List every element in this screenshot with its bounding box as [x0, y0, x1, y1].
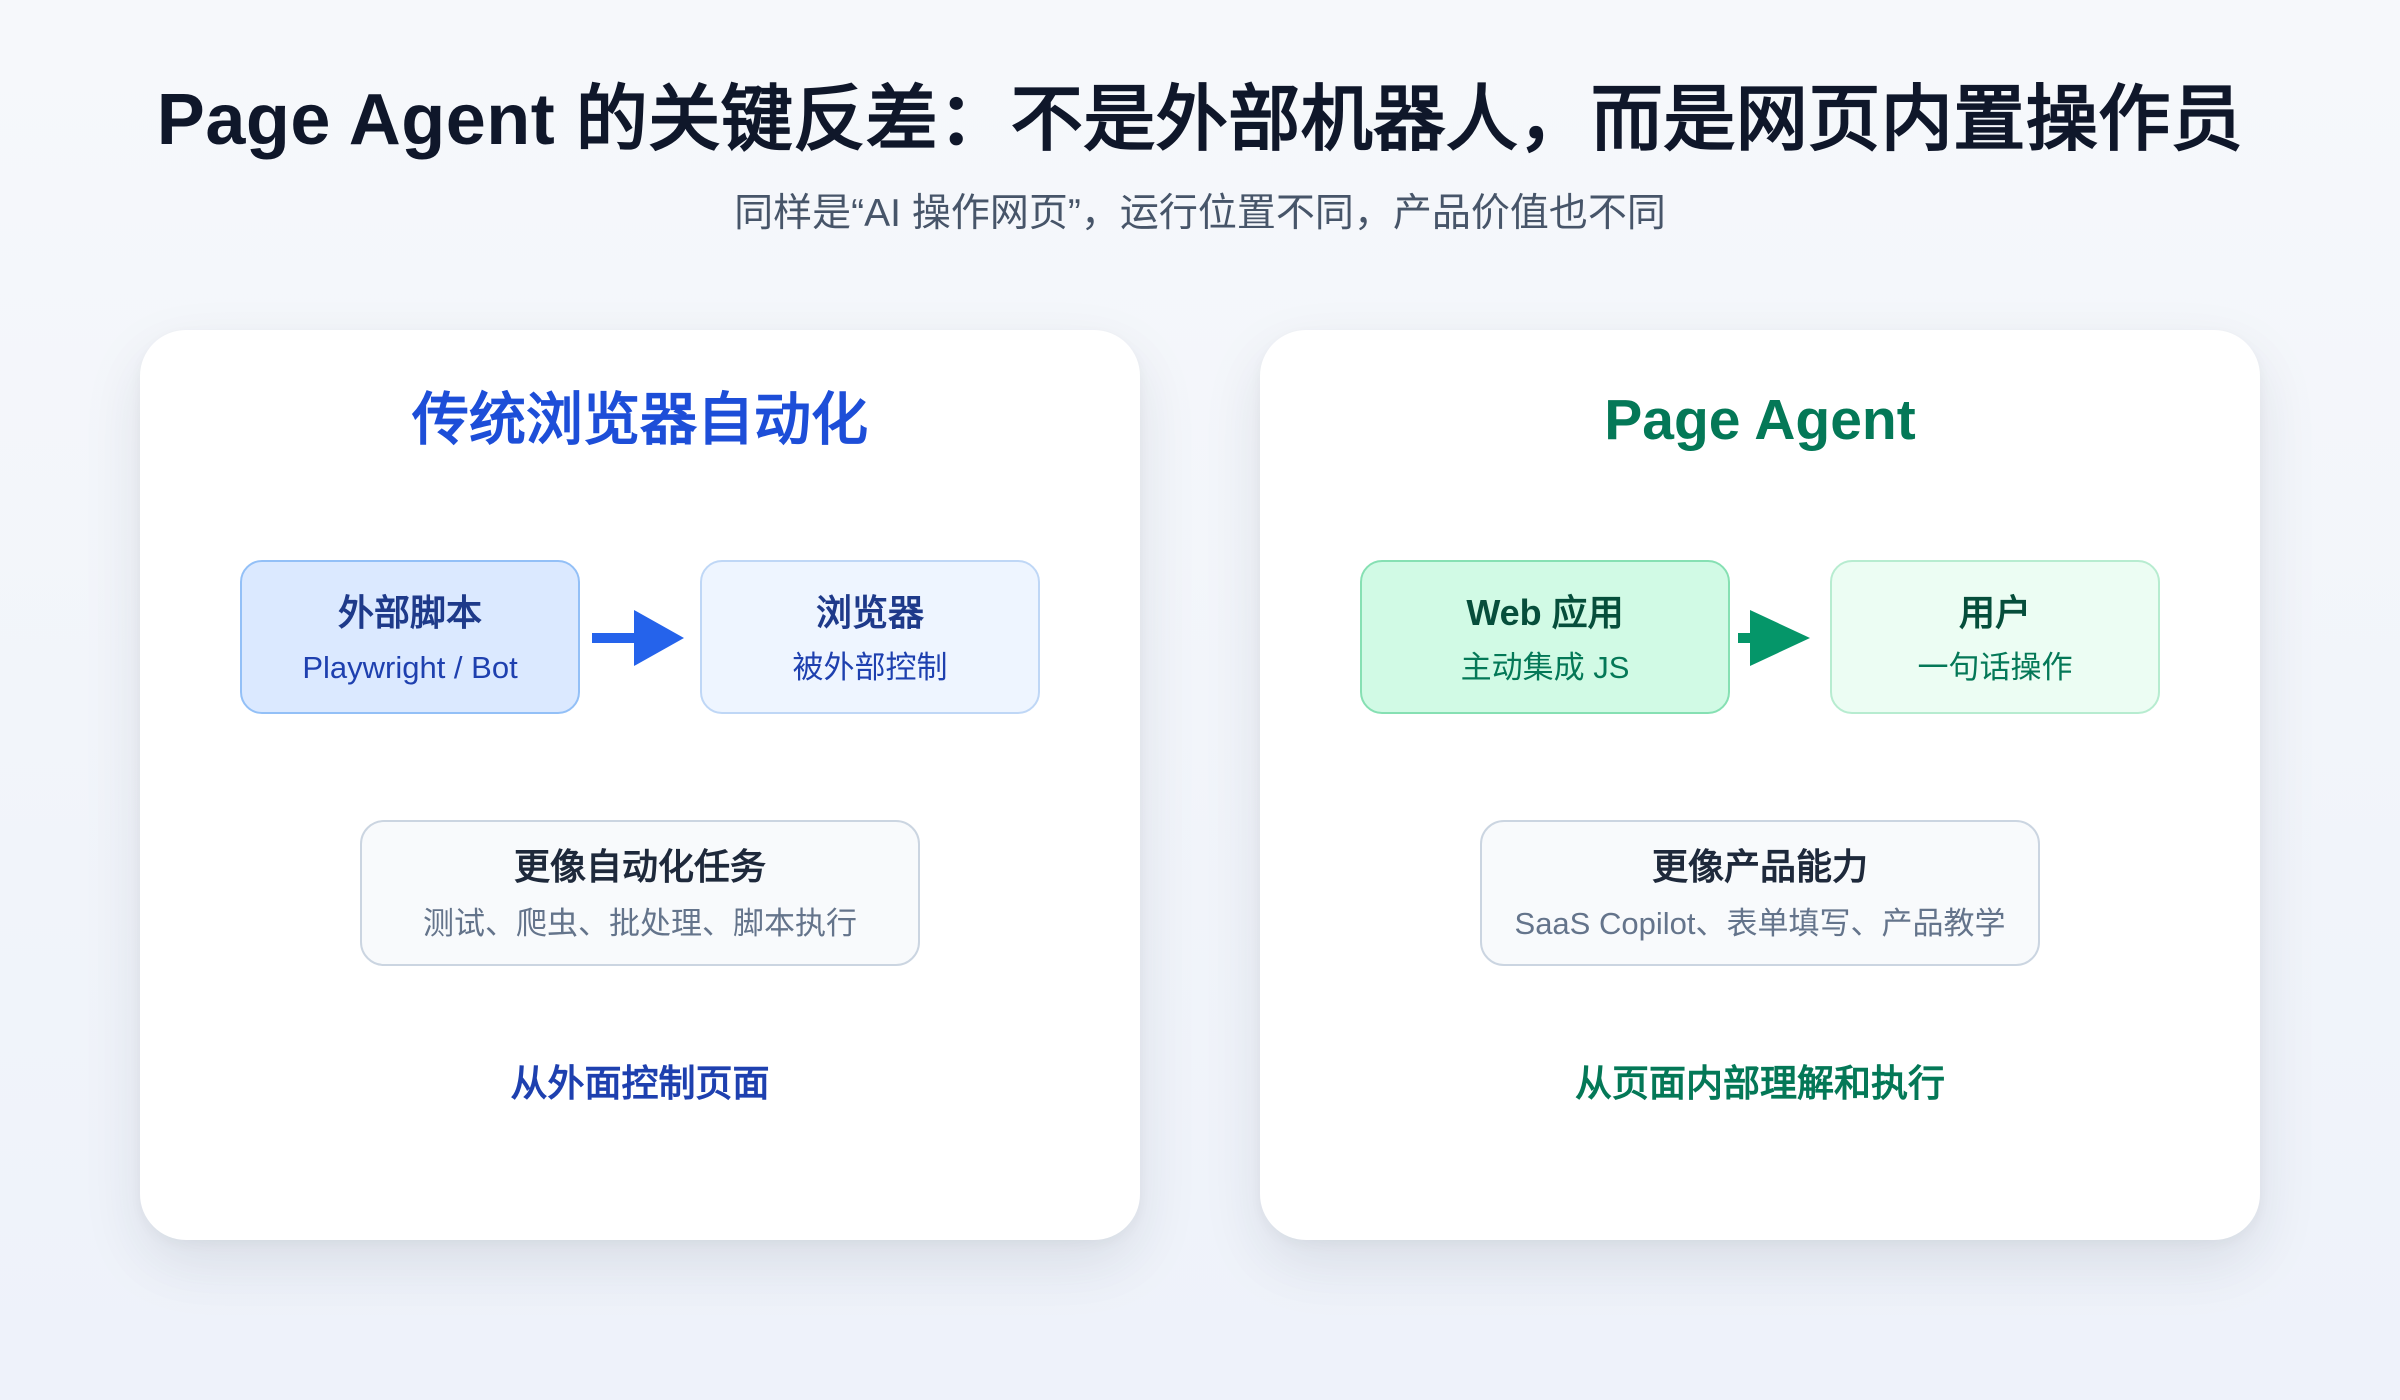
arrow-right-icon	[592, 610, 684, 666]
node-title: 浏览器	[815, 592, 924, 633]
summary-box: 更像自动化任务 测试、爬虫、批处理、脚本执行	[360, 820, 920, 966]
summary-subtitle: SaaS Copilot、表单填写、产品教学	[1514, 906, 2006, 941]
external-script-node: 外部脚本 Playwright / Bot	[240, 560, 580, 714]
panel-footer-note: 从外面控制页面	[510, 1063, 770, 1104]
summary-box: 更像产品能力 SaaS Copilot、表单填写、产品教学	[1480, 820, 2040, 966]
node-subtitle: 被外部控制	[792, 650, 948, 685]
traditional-automation-panel: 传统浏览器自动化 外部脚本 Playwright / Bot 浏览器 被外部控制…	[140, 330, 1140, 1240]
summary-title: 更像自动化任务	[513, 846, 766, 887]
node-title: 用户	[1958, 592, 2031, 633]
web-app-node: Web 应用 主动集成 JS	[1360, 560, 1730, 714]
arrow-right-icon	[1738, 610, 1810, 666]
page-title: Page Agent 的关键反差：不是外部机器人，而是网页内置操作员	[156, 80, 2244, 160]
node-subtitle: 主动集成 JS	[1460, 650, 1630, 685]
page-agent-panel: Page Agent Web 应用 主动集成 JS 用户 一句话操作 更像产品能…	[1260, 330, 2260, 1240]
user-node: 用户 一句话操作	[1830, 560, 2160, 714]
summary-title: 更像产品能力	[1651, 846, 1868, 887]
node-title: 外部脚本	[337, 592, 482, 633]
panel-footer-note: 从页面内部理解和执行	[1575, 1063, 1945, 1104]
page-subtitle: 同样是“AI 操作网页”，运行位置不同，产品价值也不同	[734, 192, 1666, 235]
node-subtitle: 一句话操作	[1917, 650, 2073, 685]
node-subtitle: Playwright / Bot	[302, 650, 518, 685]
summary-subtitle: 测试、爬虫、批处理、脚本执行	[423, 906, 857, 941]
panel-title: Page Agent	[1604, 388, 1916, 452]
browser-node: 浏览器 被外部控制	[700, 560, 1040, 714]
node-title: Web 应用	[1466, 592, 1624, 633]
panel-title: 传统浏览器自动化	[412, 388, 868, 452]
